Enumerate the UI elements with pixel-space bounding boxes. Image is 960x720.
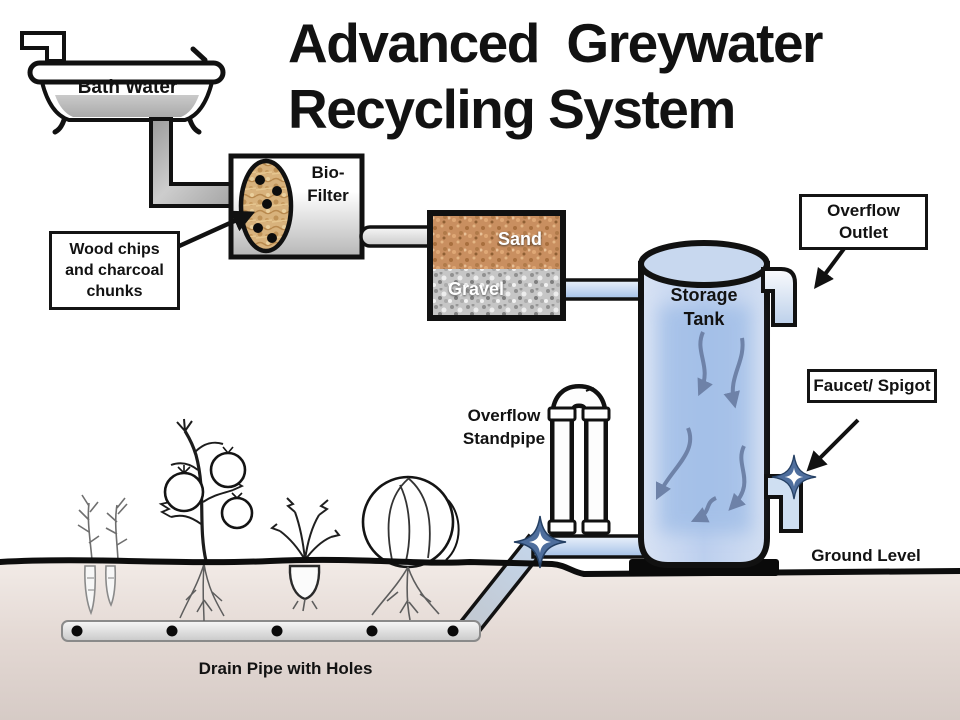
drain-hole (366, 625, 378, 637)
tomato-roots (179, 563, 225, 622)
biofilter-label-line1: Bio- (311, 163, 345, 182)
bathtub (20, 31, 226, 135)
standpipe-label: Overflow Standpipe (446, 404, 562, 450)
ground-line (0, 556, 960, 578)
tub-feet (52, 117, 202, 135)
woodchips-note-box: Wood chips and charcoal chunks (49, 231, 180, 310)
sand-label: Sand (497, 229, 542, 249)
drain-hole (71, 625, 83, 637)
faucet-sparkle-icon (771, 454, 817, 500)
bathtub-label: Bath Water (77, 77, 178, 98)
tomato (209, 451, 247, 489)
drain-hole (166, 625, 178, 637)
faucet-note-box: Faucet/ Spigot (807, 369, 937, 403)
biofilter-label-line2: Filter (307, 186, 349, 205)
overflow-outlet-pipe (761, 267, 797, 327)
ground-level-label: Ground Level (811, 546, 921, 565)
woodchips-line4: chunks (86, 283, 143, 300)
tub-to-filter-pipe (149, 117, 236, 208)
drain-pipe-label: Drain Pipe with Holes (198, 659, 373, 678)
diagonal-feed-pipe (458, 533, 548, 637)
woodchips-line3: charcoal (98, 262, 164, 279)
beet-plant (270, 497, 341, 612)
tank-label-line2: Tank (683, 309, 725, 329)
biofilter-label: Bio- Filter (296, 161, 360, 207)
overflow-outlet-line2: Outlet (838, 223, 889, 242)
tomato (163, 471, 205, 513)
title-line2: Recycling System (288, 78, 736, 140)
cabbage-plant (361, 475, 460, 621)
drain-hole (447, 625, 459, 637)
gravel-label: Gravel (447, 279, 505, 299)
tub-rim (27, 60, 226, 85)
storage-tank-label: Storage Tank (650, 283, 758, 331)
valve-sparkle-icon (513, 515, 567, 569)
overflow-standpipe (547, 383, 611, 535)
overflow-outlet-arrow (814, 244, 848, 290)
soil-ground (0, 560, 960, 720)
overflow-outlet-note-box: Overflow Outlet (799, 194, 928, 250)
water-flow-arrows (655, 331, 747, 523)
drain-hole (271, 625, 283, 637)
callout-arrows (176, 210, 860, 472)
page-title: Advanced Greywater Recycling System (288, 10, 823, 142)
faucet-line1: Faucet/ (813, 376, 873, 395)
tank-label-line1: Storage (670, 285, 738, 305)
drain-pipe (61, 620, 481, 642)
title-line1: Advanced Greywater (288, 12, 823, 74)
gravel-layer (433, 269, 560, 315)
woodchips-line2: and (65, 262, 94, 279)
carrot-plant (77, 494, 128, 616)
overflow-outlet-line1: Overflow (827, 201, 900, 220)
bio-filter (228, 153, 365, 260)
tank-rim (638, 240, 770, 288)
drain-lever (190, 46, 208, 63)
faucet-arrow (806, 418, 860, 472)
tomato (220, 496, 254, 530)
storage-tank (629, 240, 779, 576)
woodchips-line1: Wood chips (69, 241, 160, 258)
standpipe-label-line2: Standpipe (462, 429, 546, 448)
faucet-line2: Spigot (877, 376, 931, 395)
cabbage-roots (371, 566, 440, 621)
tub-faucet-icon (20, 31, 66, 63)
bath-water (55, 95, 199, 117)
sand-gravel-filter (427, 210, 566, 321)
woodchips-arrow (176, 210, 256, 250)
garden-plants (77, 418, 460, 622)
tomato-plant (158, 418, 254, 622)
standpipe-label-line1: Overflow (467, 406, 541, 425)
sand-layer (433, 216, 560, 269)
